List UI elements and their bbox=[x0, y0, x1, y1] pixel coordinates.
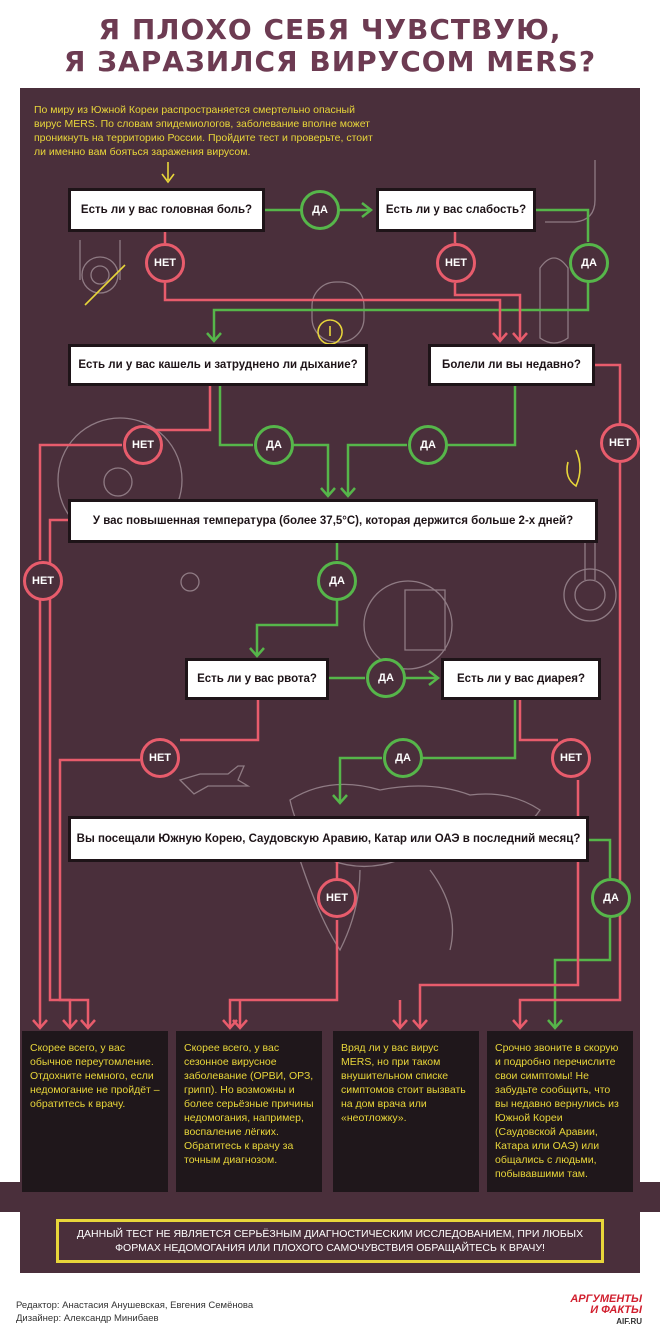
no-badge: НЕТ bbox=[551, 738, 591, 778]
credits-designer: Дизайнер: Александр Минибаев bbox=[16, 1313, 159, 1324]
no-badge: НЕТ bbox=[123, 425, 163, 465]
yes-badge: ДА bbox=[569, 243, 609, 283]
yes-badge: ДА bbox=[254, 425, 294, 465]
no-connectors bbox=[32, 232, 622, 1030]
no-badge: НЕТ bbox=[23, 561, 63, 601]
yes-connectors bbox=[206, 202, 612, 1030]
yes-badge: ДА bbox=[317, 561, 357, 601]
no-badge: НЕТ bbox=[140, 738, 180, 778]
no-badge: НЕТ bbox=[600, 423, 640, 463]
question-weakness: Есть ли у вас слабость? bbox=[376, 188, 536, 232]
flowchart-panel bbox=[20, 88, 640, 1188]
logo-line-2: И ФАКТЫ bbox=[590, 1304, 642, 1316]
no-badge: НЕТ bbox=[436, 243, 476, 283]
result-call-doctor: Вряд ли у вас вирус MERS, но при таком в… bbox=[333, 1031, 479, 1192]
intro-text: По миру из Южной Кореи распространяется … bbox=[34, 104, 373, 158]
question-headache: Есть ли у вас головная боль? bbox=[68, 188, 265, 232]
no-badge: НЕТ bbox=[317, 878, 357, 918]
no-badge: НЕТ bbox=[145, 243, 185, 283]
yes-badge: ДА bbox=[591, 878, 631, 918]
question-temperature: У вас повышенная температура (более 37,5… bbox=[68, 499, 598, 543]
accent-doodles bbox=[84, 162, 581, 488]
credits-editor: Редактор: Анастасия Анушевская, Евгения … bbox=[16, 1300, 254, 1311]
title-line-2: Я ЗАРАЗИЛСЯ ВИРУСОМ MERS? bbox=[63, 45, 597, 78]
publisher-logo[interactable]: АРГУМЕНТЫ И ФАКТЫ AIF.RU bbox=[552, 1294, 642, 1330]
question-travel: Вы посещали Южную Корею, Саудовскую Арав… bbox=[68, 816, 589, 862]
warning-text: ДАННЫЙ ТЕСТ НЕ ЯВЛЯЕТСЯ СЕРЬЁЗНЫМ ДИАГНО… bbox=[56, 1219, 604, 1263]
result-overwork: Скорее всего, у вас обычное переутомлени… bbox=[22, 1031, 168, 1192]
yes-badge: ДА bbox=[383, 738, 423, 778]
result-call-ambulance: Срочно звоните в скорую и подробно переч… bbox=[487, 1031, 633, 1192]
question-diarrhea: Есть ли у вас диарея? bbox=[441, 658, 601, 700]
credits: Редактор: Анастасия Анушевская, Евгения … bbox=[16, 1299, 253, 1325]
page-title: Я ПЛОХО СЕБЯ ЧУВСТВУЮ, Я ЗАРАЗИЛСЯ ВИРУС… bbox=[0, 14, 660, 78]
yes-badge: ДА bbox=[366, 658, 406, 698]
question-vomiting: Есть ли у вас рвота? bbox=[185, 658, 329, 700]
yes-badge: ДА bbox=[408, 425, 448, 465]
result-seasonal-virus: Скорее всего, у вас сезонное вирусное за… bbox=[176, 1031, 322, 1192]
title-line-1: Я ПЛОХО СЕБЯ ЧУВСТВУЮ, bbox=[98, 13, 562, 46]
question-recent-illness: Болели ли вы недавно? bbox=[428, 344, 595, 386]
question-cough: Есть ли у вас кашель и затруднено ли дых… bbox=[68, 344, 368, 386]
logo-site: AIF.RU bbox=[616, 1317, 642, 1326]
yes-badge: ДА bbox=[300, 190, 340, 230]
logo-line-1: АРГУМЕНТЫ bbox=[570, 1293, 642, 1305]
